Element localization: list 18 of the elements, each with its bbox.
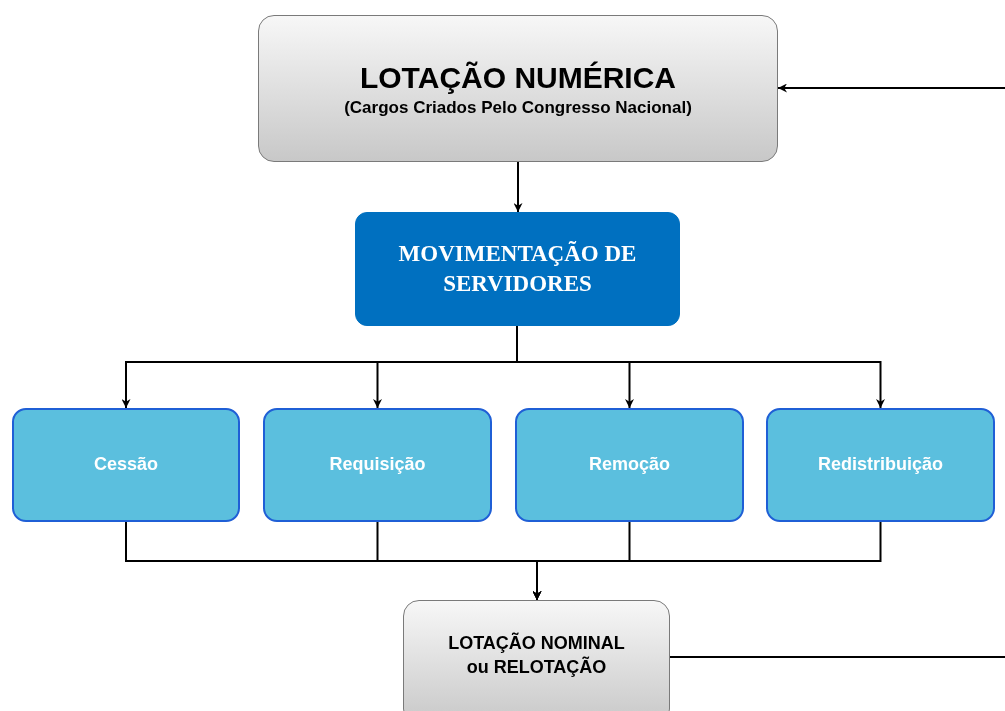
arrow xyxy=(513,161,523,213)
box-title: MOVIMENTAÇÃO DE SERVIDORES xyxy=(397,240,638,298)
rounded-box xyxy=(258,15,778,162)
arrow xyxy=(669,83,1005,658)
box-subtitle: (Cargos Criados Pelo Congresso Nacional) xyxy=(343,96,693,119)
box-title: LOTAÇÃO NOMINAL ou RELOTAÇÃO xyxy=(447,632,626,679)
category-box xyxy=(766,408,995,522)
box-title: Remoção xyxy=(588,453,671,477)
box-title: Requisição xyxy=(328,453,427,477)
arrow xyxy=(532,521,882,601)
category-box xyxy=(515,408,744,522)
rounded-box xyxy=(403,600,670,711)
box-title: LOTAÇÃO NUMÉRICA xyxy=(358,59,678,96)
box-title: Cessão xyxy=(92,453,159,477)
category-box xyxy=(263,408,492,522)
box-title: Redistribuição xyxy=(817,453,944,477)
process-box xyxy=(355,212,680,326)
category-box xyxy=(12,408,240,522)
